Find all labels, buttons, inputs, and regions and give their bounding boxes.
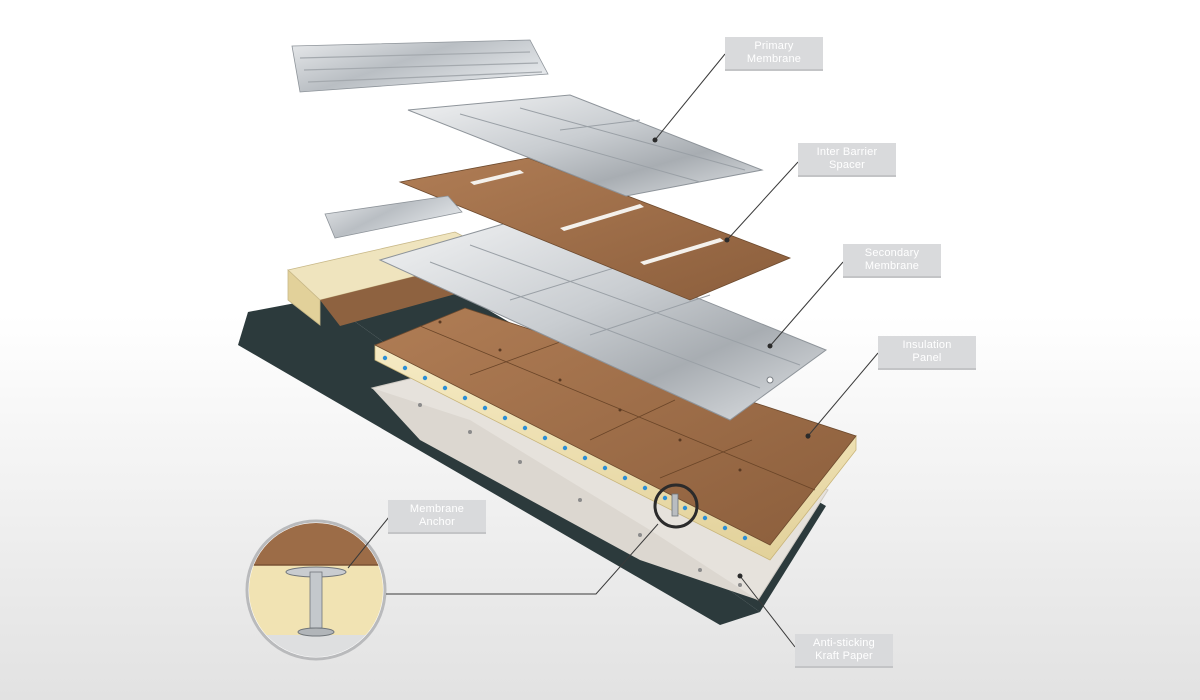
inter-barrier-spacer-sheet bbox=[398, 157, 792, 301]
secondary-membrane-hole bbox=[766, 376, 774, 384]
top-strip-grooves bbox=[299, 51, 543, 83]
label-membrane-anchor: Membrane Anchor bbox=[388, 500, 486, 534]
kraft-holes bbox=[418, 403, 742, 587]
kraft-paper-left bbox=[372, 388, 758, 600]
insulation-plywood-top bbox=[374, 307, 857, 546]
left-strip bbox=[324, 195, 463, 239]
label-secondary-membrane: Secondary Membrane bbox=[843, 244, 941, 278]
anchor-stem bbox=[671, 493, 679, 517]
label-primary-membrane: Primary Membrane bbox=[725, 37, 823, 71]
label-kraft-paper: Anti-sticking Kraft Paper bbox=[795, 634, 893, 668]
leader-dots bbox=[652, 137, 811, 579]
label-insulation-panel: Insulation Panel bbox=[878, 336, 976, 370]
plywood-seams bbox=[419, 325, 816, 491]
label-inter-barrier-spacer: Inter Barrier Spacer bbox=[798, 143, 896, 177]
left-foam-block-side bbox=[287, 269, 321, 326]
leader-lines bbox=[347, 53, 879, 648]
blue-beads bbox=[382, 355, 748, 541]
primary-membrane-sheet bbox=[407, 94, 764, 197]
primary-membrane-ridges bbox=[459, 107, 746, 183]
anchor-detail-magnifier bbox=[245, 519, 387, 661]
spacer-slots bbox=[470, 170, 724, 265]
anchor-highlight-ring bbox=[653, 483, 699, 529]
plywood-dots bbox=[438, 320, 810, 472]
